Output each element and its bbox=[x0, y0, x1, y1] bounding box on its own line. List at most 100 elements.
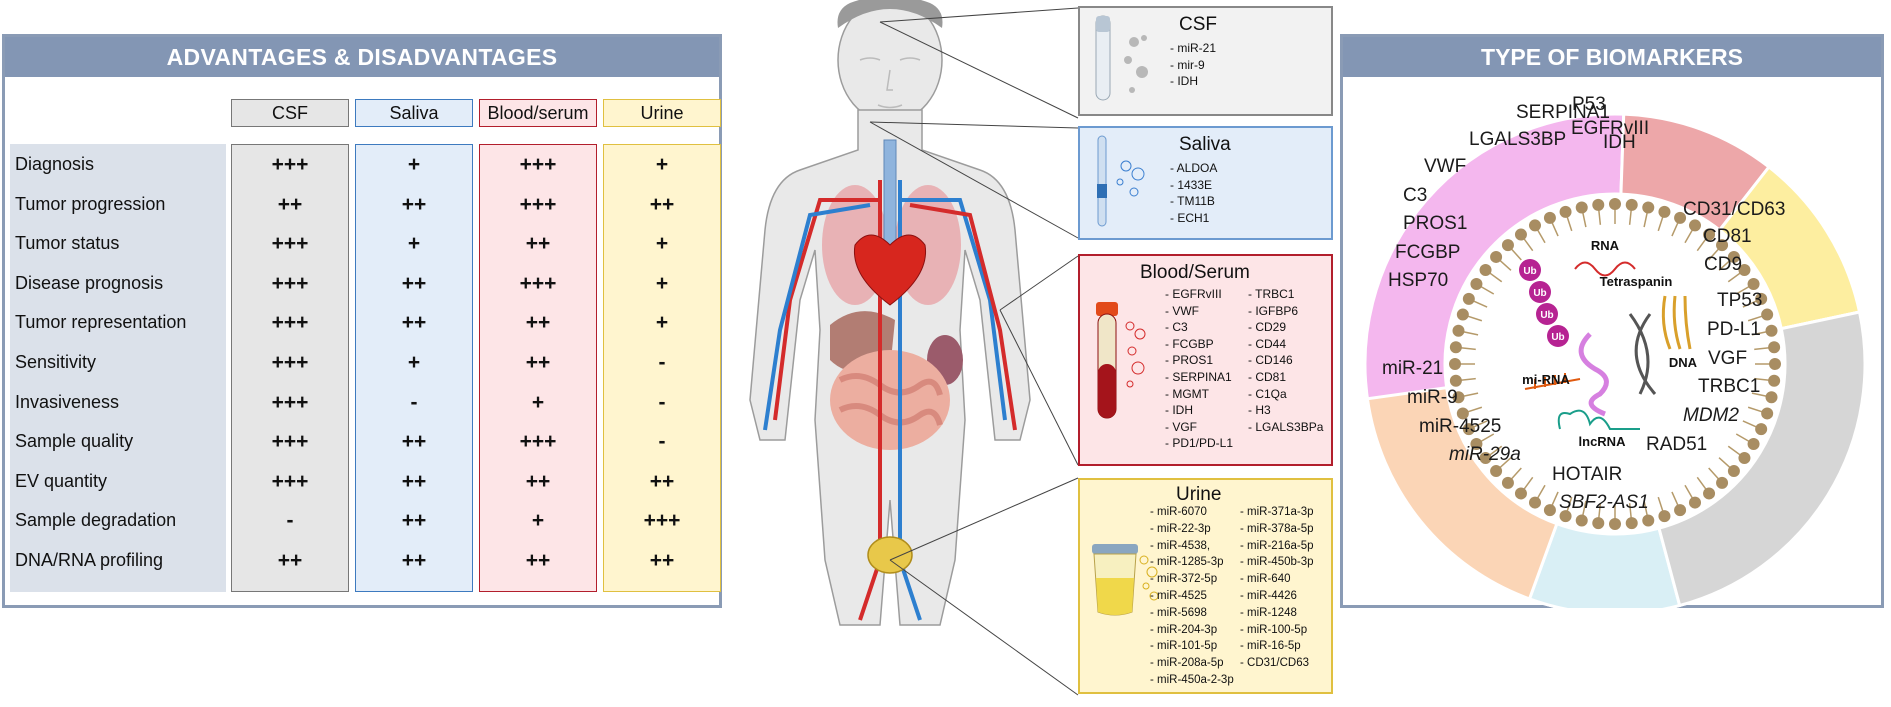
marker-item: - miR-1285-3p bbox=[1150, 556, 1224, 569]
row-label-background bbox=[10, 144, 226, 592]
marker-item: - miR-208a-5p bbox=[1150, 657, 1224, 670]
marker-item: - miR-204-3p bbox=[1150, 623, 1218, 636]
biomarker-label: CD9 bbox=[1704, 254, 1742, 275]
dna-label: DNA bbox=[1669, 355, 1698, 370]
marker-item: - VGF bbox=[1165, 419, 1197, 434]
csf-markers: - miR-21- mir-9- IDH bbox=[1170, 40, 1216, 90]
marker-item: - miR-640 bbox=[1240, 573, 1291, 586]
marker-item: - CD29 bbox=[1248, 320, 1287, 335]
biomarker-label: FCGBP bbox=[1395, 242, 1460, 263]
marker-item: - CD44 bbox=[1248, 336, 1287, 351]
score-cell: +++ bbox=[271, 311, 309, 335]
biomarker-label: MDM2 bbox=[1683, 405, 1739, 426]
hair-shape bbox=[837, 0, 943, 28]
row-label: DNA/RNA profiling bbox=[15, 550, 164, 570]
biomarker-label: C3 bbox=[1403, 185, 1427, 206]
membrane-ring bbox=[1449, 198, 1781, 530]
score-cell: ++ bbox=[401, 271, 427, 295]
marker-item: - MGMT bbox=[1165, 386, 1209, 401]
score-cell: - bbox=[658, 390, 666, 414]
marker-item: - ALDOA bbox=[1170, 161, 1218, 175]
row-label: EV quantity bbox=[15, 470, 108, 491]
row-label: Tumor representation bbox=[15, 312, 187, 333]
column-saliva: +++++++++-++++++++ bbox=[355, 144, 473, 592]
tetraspanin-label: Tetraspanin bbox=[1600, 274, 1673, 289]
mirna-label: mi-RNA bbox=[1522, 372, 1570, 387]
marker-item: - CD146 bbox=[1248, 353, 1293, 368]
saliva-swab-icon bbox=[1097, 135, 1145, 227]
score-cell: ++ bbox=[401, 469, 427, 493]
biomarker-label: PROS1 bbox=[1403, 213, 1467, 234]
saliva-title: Saliva bbox=[1179, 134, 1231, 155]
biomarker-label: CD31/CD63 bbox=[1683, 199, 1785, 220]
score-cell: - bbox=[286, 509, 294, 533]
score-cell: + bbox=[407, 232, 421, 256]
biomarker-types-title: TYPE OF BIOMARKERS bbox=[1343, 37, 1881, 77]
molecule-illustrations bbox=[1519, 259, 1692, 430]
marker-item: - IGFBP6 bbox=[1248, 303, 1299, 318]
score-cell: ++ bbox=[525, 232, 551, 256]
marker-item: - miR-4426 bbox=[1240, 589, 1297, 602]
marker-item: - miR-450a-2-3p bbox=[1150, 673, 1234, 686]
score-cell: - bbox=[658, 430, 666, 454]
marker-item: - miR-372-5p bbox=[1150, 573, 1218, 586]
marker-item: - PD1/PD-L1 bbox=[1165, 436, 1234, 451]
human-body-illustration bbox=[749, 0, 1031, 626]
biomarker-label: EGFRvIII bbox=[1571, 118, 1649, 139]
marker-item: - miR-21 bbox=[1170, 41, 1217, 55]
column-blood: ++++++++++++++++++++++++ bbox=[479, 144, 597, 592]
marker-item: - miR-216a-5p bbox=[1240, 539, 1314, 552]
marker-item: - EGFRvIII bbox=[1165, 287, 1222, 301]
marker-item: - H3 bbox=[1248, 403, 1271, 418]
urine-box: Urine - miR-6070- miR-22-3p- miR-4538,- … bbox=[1078, 478, 1333, 694]
row-label: Diagnosis bbox=[15, 154, 95, 174]
score-cell: + bbox=[531, 390, 545, 414]
biomarker-label: HOTAIR bbox=[1552, 464, 1622, 485]
biomarker-wheel: SERPINA1LGALS3BPVWFC3PROS1FCGBPHSP70P53E… bbox=[1363, 94, 1867, 608]
score-cell: ++ bbox=[525, 549, 551, 572]
gene-sector-main bbox=[1657, 310, 1867, 608]
rna-label: RNA bbox=[1591, 238, 1620, 253]
column-header-csf: CSF bbox=[231, 99, 349, 127]
score-cell: + bbox=[655, 271, 669, 295]
score-cell: +++ bbox=[271, 153, 309, 176]
marker-item: - miR-371a-3p bbox=[1240, 506, 1314, 518]
biomarker-label: TRBC1 bbox=[1698, 376, 1760, 397]
score-cell: + bbox=[531, 509, 545, 533]
row-label: Tumor status bbox=[15, 233, 120, 254]
ubiquitin-label: Ub bbox=[1533, 288, 1546, 299]
lncrna-label: lncRNA bbox=[1579, 434, 1627, 449]
row-label: Invasiveness bbox=[15, 391, 120, 412]
score-cell: - bbox=[410, 390, 418, 414]
biomarker-label: RAD51 bbox=[1646, 434, 1707, 455]
score-cell: ++ bbox=[649, 549, 675, 572]
row-label: Tumor progression bbox=[15, 193, 166, 214]
biomarker-label: TP53 bbox=[1717, 290, 1762, 311]
blood-tube-icon bbox=[1096, 302, 1146, 419]
saliva-box: Saliva - ALDOA- 1433E- TM11B- ECH1 bbox=[1078, 126, 1333, 240]
score-cell: ++ bbox=[401, 192, 427, 216]
marker-item: - PROS1 bbox=[1165, 353, 1214, 368]
ubiquitin-label: Ub bbox=[1540, 310, 1553, 321]
score-cell: +++ bbox=[271, 351, 309, 374]
score-cell: +++ bbox=[519, 192, 557, 216]
marker-item: - miR-378a-5p bbox=[1240, 522, 1314, 535]
score-cell: +++ bbox=[643, 509, 681, 533]
marker-item: - C3 bbox=[1165, 320, 1188, 335]
biomarker-label: VGF bbox=[1708, 348, 1747, 369]
protein-sector bbox=[1363, 112, 1626, 410]
score-cell: ++ bbox=[277, 192, 303, 216]
biomarker-label: miR-9 bbox=[1407, 387, 1458, 408]
biomarker-label: LGALS3BP bbox=[1469, 129, 1566, 150]
marker-item: - VWF bbox=[1165, 303, 1199, 318]
marker-item: - miR-4538, bbox=[1150, 539, 1211, 552]
row-label: Sample quality bbox=[15, 431, 134, 452]
score-cell: + bbox=[407, 351, 421, 374]
csf-box: CSF - miR-21- mir-9- IDH bbox=[1078, 6, 1333, 116]
score-cell: ++ bbox=[401, 311, 427, 335]
biomarker-label: SBF2-AS1 bbox=[1559, 492, 1649, 513]
csf-title: CSF bbox=[1179, 14, 1217, 35]
biomarker-label: HSP70 bbox=[1388, 270, 1448, 291]
score-cell: +++ bbox=[519, 430, 557, 454]
score-cell: - bbox=[658, 351, 666, 374]
